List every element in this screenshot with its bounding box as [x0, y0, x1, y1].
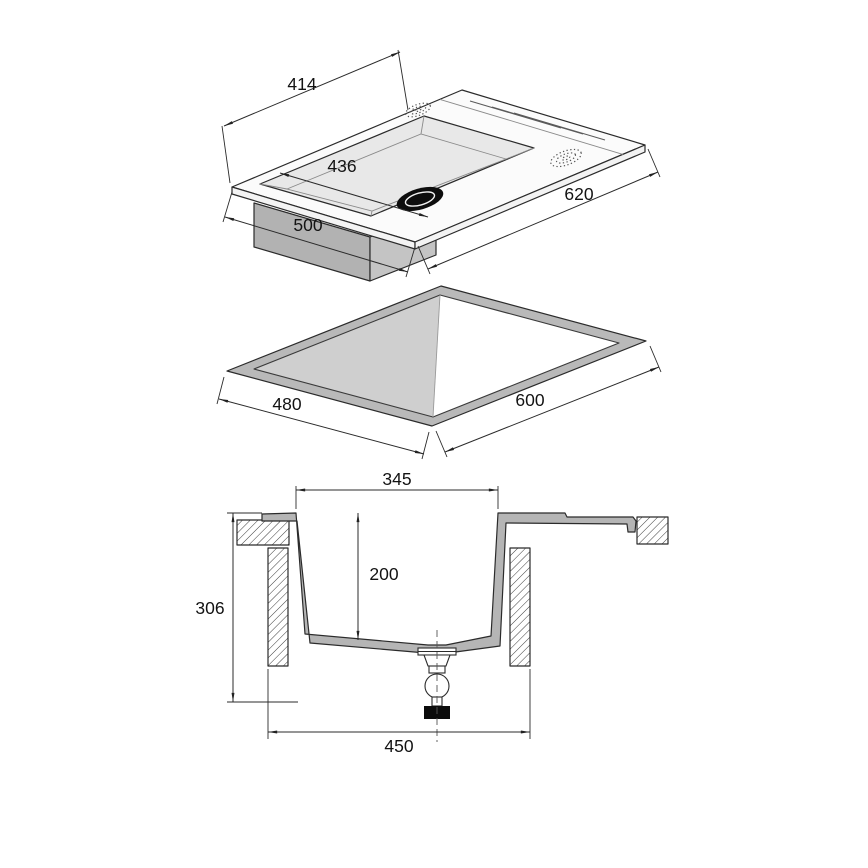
dim-450-label: 450 — [384, 736, 413, 756]
tap-hole-dots — [561, 155, 571, 161]
dimension-line — [218, 398, 425, 455]
extension-line — [421, 431, 430, 460]
dimension-line — [224, 216, 409, 273]
tap-hole-dots — [409, 105, 427, 115]
dimension-345: 345 — [295, 469, 499, 509]
cutout-hole-left — [254, 295, 440, 417]
dimension-620: 620 — [417, 148, 661, 275]
extension-line — [221, 125, 231, 184]
extension-line — [222, 191, 233, 223]
dimension-line — [427, 171, 659, 270]
waste-locknut — [423, 654, 451, 667]
bowl-wall-edge — [505, 147, 535, 160]
tap-hole-dots — [414, 107, 422, 113]
dimension-306: 306 — [195, 512, 298, 703]
drainer-groove — [469, 100, 562, 129]
tap-hole-dots — [405, 102, 431, 118]
dimension-600: 600 — [435, 345, 662, 458]
extension-line — [216, 376, 225, 405]
extension-line — [435, 430, 448, 458]
dimension-480: 480 — [216, 376, 430, 460]
dim-436-label: 436 — [327, 156, 356, 176]
worktop-section-left — [236, 519, 290, 546]
tap-hole-marking-2 — [550, 148, 582, 168]
dimension-line — [444, 366, 660, 453]
worktop-section-right — [636, 516, 669, 545]
extension-line — [649, 345, 662, 373]
cabinet-panel-left — [267, 547, 289, 667]
isometric-sink-view: 414 436 500 620 — [221, 49, 661, 282]
dimension-450: 450 — [267, 669, 531, 756]
dimension-line — [223, 51, 401, 127]
tap-hole-marking-1 — [405, 102, 431, 118]
dimension-414: 414 — [221, 49, 409, 184]
extension-line — [417, 245, 431, 275]
dim-500-label: 500 — [293, 215, 322, 235]
drainer-edge-line — [439, 98, 624, 155]
dim-600-label: 600 — [515, 390, 544, 410]
cross-section-view: 345 200 306 450 — [195, 469, 669, 756]
dim-200-label: 200 — [369, 564, 398, 584]
dimension-436: 436 — [279, 156, 429, 218]
dimension-line — [279, 172, 429, 218]
cutout-shade-diagonal — [432, 294, 441, 418]
drainer-groove — [513, 112, 606, 141]
dim-345-label: 345 — [382, 469, 411, 489]
dim-414-label: 414 — [287, 74, 316, 94]
dimension-500: 500 — [222, 191, 416, 278]
tap-hole-dots — [550, 148, 582, 168]
cutout-view: 480 600 — [216, 285, 662, 460]
cabinet-panel-right — [509, 547, 531, 667]
dim-306-label: 306 — [195, 598, 224, 618]
dim-480-label: 480 — [272, 394, 301, 414]
tap-hole-dots — [555, 152, 577, 164]
drainer-grooves — [469, 100, 606, 141]
dim-620-label: 620 — [564, 184, 593, 204]
dimension-200: 200 — [356, 513, 399, 640]
bowl-wall-edge — [420, 115, 425, 135]
drainer-groove — [491, 106, 584, 135]
